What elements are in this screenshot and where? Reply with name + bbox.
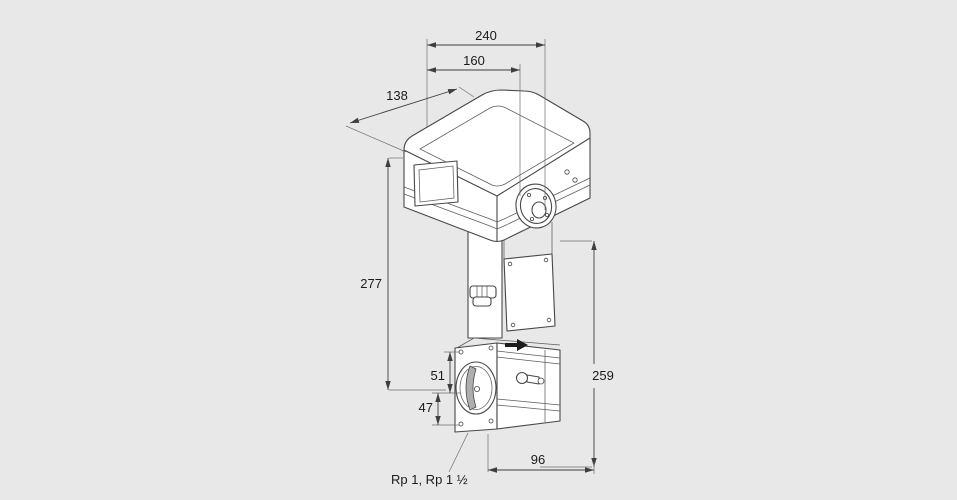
connection-label: Rp 1, Rp 1 ½	[391, 472, 468, 487]
bolt-icon	[458, 421, 464, 427]
leader-line	[448, 432, 469, 473]
valve-top-face-edge	[454, 337, 561, 350]
bleed-valve-body	[515, 371, 529, 385]
gland-body	[469, 285, 497, 299]
dimension-total-height-259: 259	[540, 240, 614, 468]
dimension-body-width-96: 96	[487, 434, 595, 474]
display-screen	[418, 165, 455, 203]
dimension-annotations: 240 160 138 277	[345, 28, 614, 487]
screw-icon	[543, 257, 549, 263]
device-illustration	[403, 89, 591, 433]
dimension-label: 138	[386, 88, 408, 103]
dimension-label: 277	[360, 276, 382, 291]
bleed-valve-tip	[537, 377, 545, 385]
dimension-label: 160	[463, 53, 485, 68]
dimension-label: 240	[475, 28, 497, 43]
dimension-port-upper-51: 51	[431, 351, 460, 394]
screw-icon	[507, 261, 513, 267]
dimension-depth-138: 138	[345, 86, 475, 153]
lid-top-outline	[419, 105, 575, 187]
rib-line	[496, 404, 561, 412]
bolt-icon	[488, 345, 494, 351]
display-window	[413, 160, 459, 207]
gland-cap	[472, 296, 492, 307]
dimension-line	[349, 88, 458, 124]
knob-inner	[531, 201, 547, 219]
bolt-icon	[488, 418, 494, 424]
flow-direction-arrow-icon	[505, 339, 528, 351]
actuator-housing	[403, 89, 591, 243]
valve-body	[454, 337, 561, 433]
knob-dot	[527, 192, 532, 197]
body-right-face	[496, 342, 561, 430]
column-body	[467, 229, 503, 339]
junction-box-plate	[503, 253, 556, 332]
display-frame	[413, 160, 459, 207]
housing-screw-icon	[572, 177, 578, 183]
extension-line	[345, 125, 407, 153]
crank-pivot	[473, 385, 480, 392]
flange-bore	[455, 361, 497, 415]
screw-icon	[546, 317, 552, 323]
valve-crank	[465, 365, 477, 411]
knob-dot	[530, 216, 535, 221]
cable-gland	[469, 285, 497, 307]
junction-box	[503, 253, 556, 332]
dimension-port-lower-47: 47	[419, 393, 460, 426]
housing-screw-icon	[564, 169, 570, 175]
screw-icon	[510, 322, 516, 328]
bleed-valve	[515, 371, 545, 385]
control-knob	[515, 183, 557, 229]
dimension-label: 96	[531, 452, 545, 467]
valve-column	[467, 222, 556, 339]
bleed-valve-stem	[526, 374, 540, 385]
flange-inner-circle	[459, 366, 493, 410]
rib-line	[496, 398, 561, 406]
dimension-label: 47	[419, 400, 433, 415]
extension-line	[458, 86, 475, 98]
dimension-mid-width-160: 160	[427, 53, 521, 196]
dimension-top-width-240: 240	[426, 28, 546, 210]
rib-line	[496, 356, 561, 365]
rib-line	[496, 350, 561, 359]
dimension-label: 51	[431, 368, 445, 383]
dimension-label: 259	[592, 368, 614, 383]
dimension-actuator-height-277: 277	[360, 157, 446, 391]
knob-dot	[545, 212, 550, 217]
connection-size-callout: Rp 1, Rp 1 ½	[391, 432, 469, 487]
